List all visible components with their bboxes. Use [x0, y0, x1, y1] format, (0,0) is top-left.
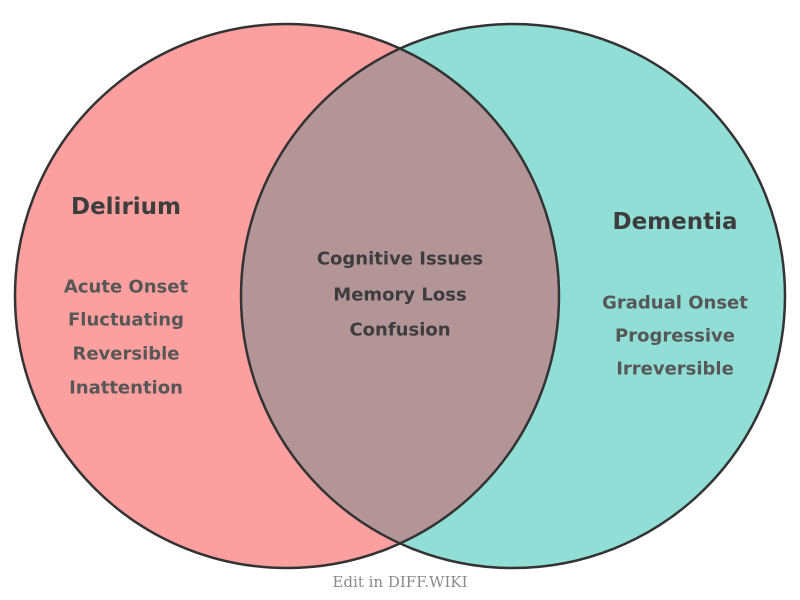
left-set-title: Delirium	[71, 194, 181, 220]
right-set-item: Gradual Onset	[602, 293, 748, 314]
overlap-item: Memory Loss	[333, 285, 466, 306]
right-set-title: Dementia	[612, 209, 737, 235]
left-set-item: Reversible	[72, 344, 179, 365]
left-circle-outline	[13, 22, 561, 570]
right-set-item: Progressive	[615, 326, 735, 347]
right-set-item: Irreversible	[616, 359, 734, 380]
overlap-item: Cognitive Issues	[317, 249, 483, 270]
overlap-item: Confusion	[349, 320, 450, 341]
edit-in-diffwiki-link[interactable]: Edit in DIFF.WIKI	[332, 573, 467, 591]
left-set-item: Fluctuating	[68, 310, 184, 331]
left-set-item: Inattention	[69, 378, 183, 399]
right-circle-outline	[239, 22, 787, 570]
overlap-region-fill	[241, 24, 559, 568]
left-set-item: Acute Onset	[64, 277, 189, 298]
